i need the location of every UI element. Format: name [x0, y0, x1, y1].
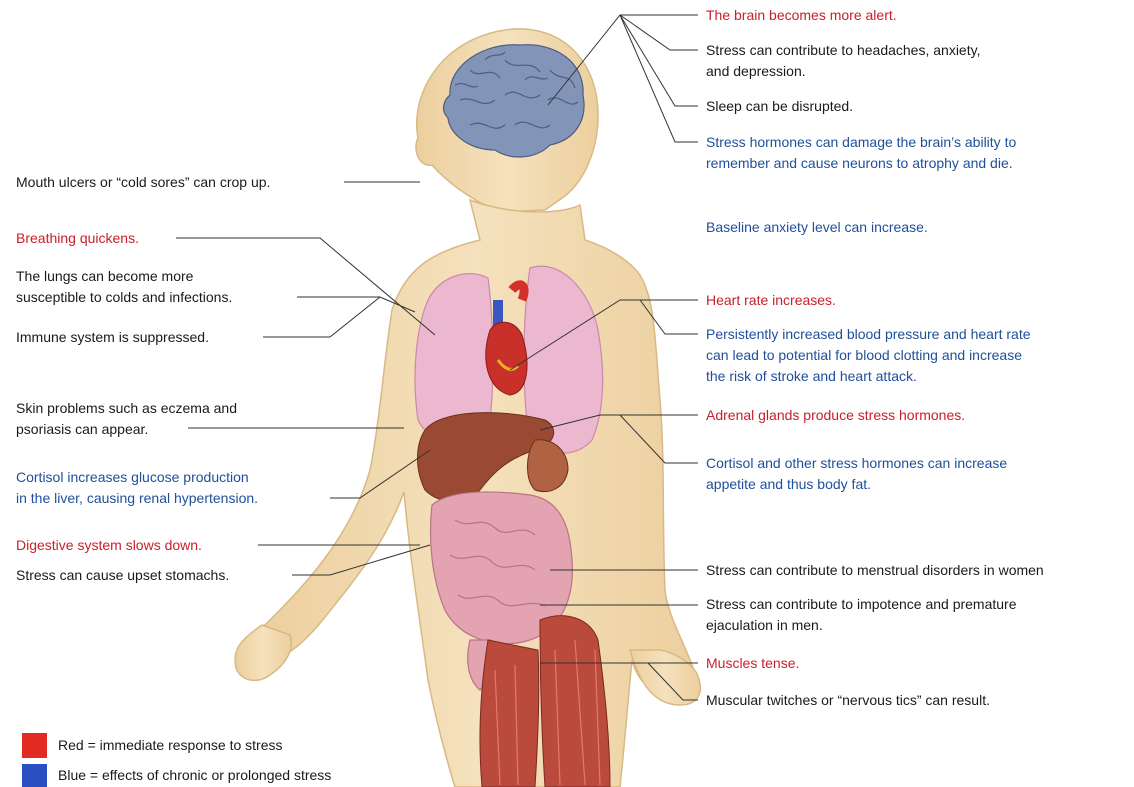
label-immune: Immune system is suppressed. [16, 327, 209, 347]
label-lungs-line1: The lungs can become more [16, 266, 193, 286]
label-muscles-tense: Muscles tense. [706, 653, 799, 673]
legend-red-text: Red = immediate response to stress [58, 735, 283, 755]
label-menstrual: Stress can contribute to menstrual disor… [706, 560, 1044, 580]
label-headaches-line2: and depression. [706, 61, 806, 81]
label-twitches: Muscular twitches or “nervous tics” can … [706, 690, 990, 710]
label-lungs-line2: susceptible to colds and infections. [16, 287, 232, 307]
label-baseline-anxiety: Baseline anxiety level can increase. [706, 217, 928, 237]
label-digestive: Digestive system slows down. [16, 535, 202, 555]
label-cortisol-liver-line1: Cortisol increases glucose production [16, 467, 249, 487]
label-mouth-ulcers: Mouth ulcers or “cold sores” can crop up… [16, 172, 270, 192]
label-upset-stomach: Stress can cause upset stomachs. [16, 565, 229, 585]
label-cortisol-appetite-line2: appetite and thus body fat. [706, 474, 871, 494]
label-skin-line1: Skin problems such as eczema and [16, 398, 237, 418]
label-blood-pressure-line1: Persistently increased blood pressure an… [706, 324, 1031, 344]
label-blood-pressure-line2: can lead to potential for blood clotting… [706, 345, 1022, 365]
label-hormones-brain-line2: remember and cause neurons to atrophy an… [706, 153, 1013, 173]
label-adrenal: Adrenal glands produce stress hormones. [706, 405, 965, 425]
label-breathing: Breathing quickens. [16, 228, 139, 248]
label-impotence-line1: Stress can contribute to impotence and p… [706, 594, 1017, 614]
label-headaches-line1: Stress can contribute to headaches, anxi… [706, 40, 980, 60]
legend-blue-swatch [22, 764, 47, 787]
label-heart-rate: Heart rate increases. [706, 290, 836, 310]
label-blood-pressure-line3: the risk of stroke and heart attack. [706, 366, 917, 386]
left-hand [235, 625, 291, 680]
label-skin-line2: psoriasis can appear. [16, 419, 148, 439]
label-cortisol-liver-line2: in the liver, causing renal hypertension… [16, 488, 258, 508]
label-sleep: Sleep can be disrupted. [706, 96, 853, 116]
label-impotence-line2: ejaculation in men. [706, 615, 823, 635]
legend-red-swatch [22, 733, 47, 758]
label-brain-alert: The brain becomes more alert. [706, 5, 897, 25]
label-cortisol-appetite-line1: Cortisol and other stress hormones can i… [706, 453, 1007, 473]
label-hormones-brain-line1: Stress hormones can damage the brain’s a… [706, 132, 1016, 152]
legend-blue-text: Blue = effects of chronic or prolonged s… [58, 765, 331, 785]
